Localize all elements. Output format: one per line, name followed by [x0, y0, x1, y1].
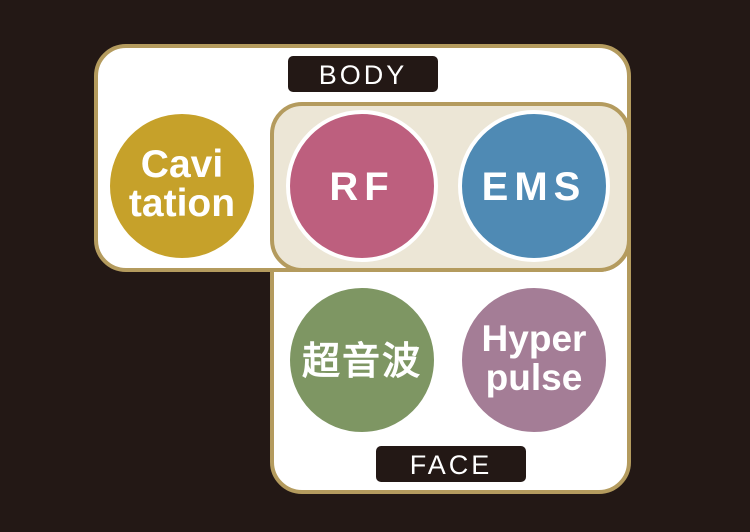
face-label: FACE: [410, 450, 493, 480]
rf-circle: [286, 110, 438, 262]
body-label: BODY: [319, 60, 408, 90]
cavitation-circle: [106, 110, 258, 262]
cavitation-label-line2: tation: [129, 182, 235, 225]
hyperpulse-label-line1: Hyper: [482, 318, 587, 359]
hyperpulse-label-line2: pulse: [486, 357, 583, 398]
hyperpulse-circle: [458, 284, 610, 436]
face-label-box: [376, 446, 526, 482]
cavitation-label-line1: Cavi: [141, 143, 223, 186]
ultrasound-circle: [286, 284, 438, 436]
ems-circle: [458, 110, 610, 262]
rf-label: RF: [329, 165, 394, 209]
ems-label: EMS: [482, 165, 587, 209]
ultrasound-label: 超音波: [302, 341, 422, 383]
body-label-box: [288, 56, 438, 92]
